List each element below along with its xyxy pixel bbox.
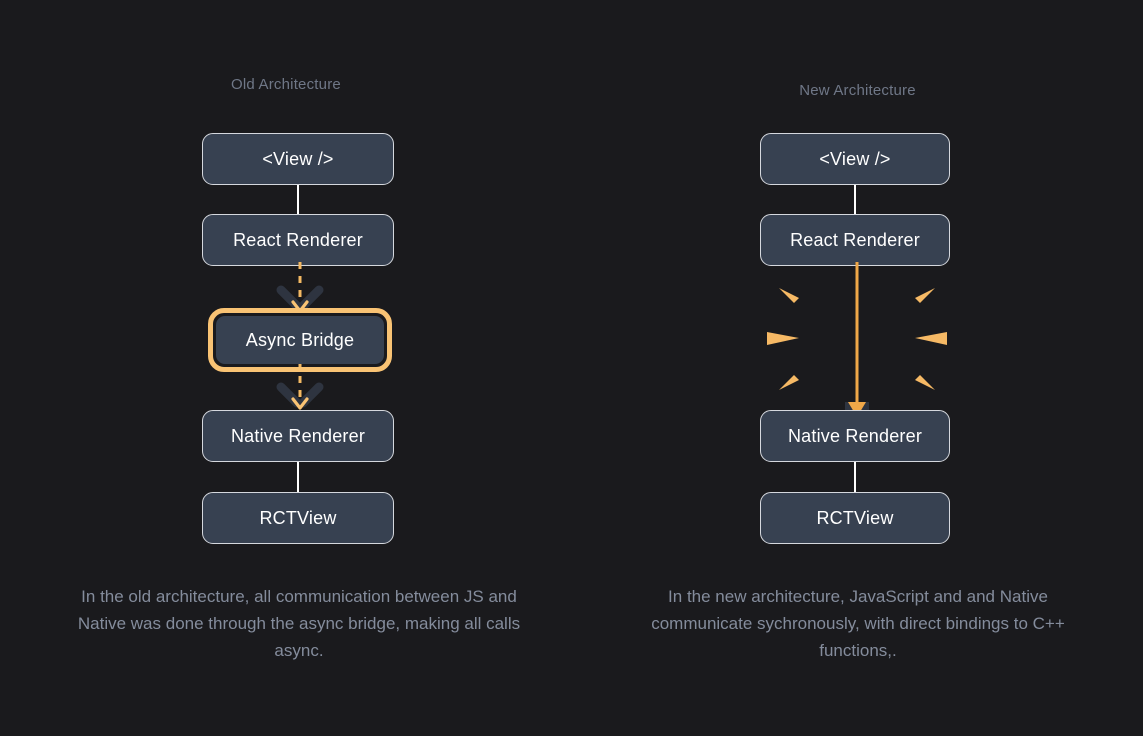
- new-architecture-column: New Architecture <View /> React Renderer: [572, 0, 1143, 736]
- new-arrowhead: [848, 402, 866, 417]
- old-node-view[interactable]: <View />: [202, 133, 394, 185]
- old-architecture-column: Old Architecture <View /> React Renderer: [77, 76, 521, 660]
- old-arrowhead-lower: [291, 397, 309, 410]
- async-bridge-highlight-ring: [208, 308, 392, 372]
- old-connector-native-to-rctview: [297, 462, 299, 493]
- sparkle-rays-left: [767, 288, 799, 390]
- new-node-react-renderer[interactable]: React Renderer: [760, 214, 950, 266]
- old-architecture-caption: In the old architecture, all communicati…: [77, 587, 521, 660]
- new-sync-arrow-with-sparkle: [767, 262, 947, 417]
- old-architecture-title: Old Architecture: [231, 76, 341, 93]
- new-architecture-caption: In the new architecture, JavaScript and …: [651, 587, 1065, 660]
- new-node-native-renderer[interactable]: Native Renderer: [760, 410, 950, 462]
- old-connector-view-to-react: [297, 185, 299, 215]
- new-connector-native-to-rctview: [854, 462, 856, 493]
- old-node-async-bridge[interactable]: Async Bridge: [216, 316, 384, 364]
- new-architecture-title: New Architecture: [799, 82, 916, 99]
- new-node-view[interactable]: <View />: [760, 133, 950, 185]
- old-node-rctview[interactable]: RCTView: [202, 492, 394, 544]
- old-node-react-renderer[interactable]: React Renderer: [202, 214, 394, 266]
- sparkle-rays-right: [915, 288, 947, 390]
- new-node-rctview[interactable]: RCTView: [760, 492, 950, 544]
- old-dashed-bridge-arrows: [276, 262, 324, 410]
- new-connector-view-to-react: [854, 185, 856, 215]
- old-node-native-renderer[interactable]: Native Renderer: [202, 410, 394, 462]
